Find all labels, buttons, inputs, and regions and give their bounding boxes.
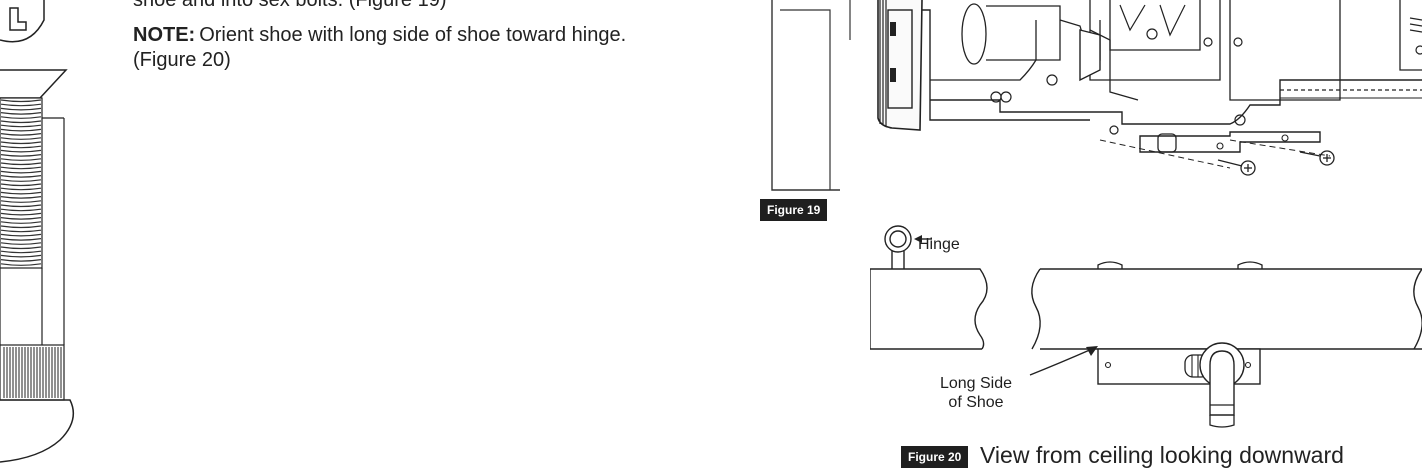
- figure-20-diagram: [870, 225, 1422, 428]
- sex-bolt-illustration: [0, 0, 75, 463]
- note-text: Orient shoe with long side of shoe towar…: [133, 24, 627, 71]
- figure-19-illustration: [771, 0, 1422, 191]
- screw-icon: [1217, 159, 1256, 176]
- note-paragraph: NOTE:Orient shoe with long side of shoe …: [133, 23, 693, 73]
- arm-roller-icon: [1199, 342, 1245, 416]
- instruction-text: shoe and into sex bolts. (Figure 19) NOT…: [133, 0, 693, 83]
- figure-19-label: Figure 19: [760, 199, 828, 221]
- hinge-callout: Hinge: [918, 236, 960, 253]
- figure-20-label: Figure 20: [901, 446, 969, 468]
- instruction-line: shoe and into sex bolts. (Figure 19): [133, 0, 447, 11]
- figure-20-caption: View from ceiling looking downward: [980, 442, 1344, 468]
- long-side-callout-line2: of Shoe: [948, 394, 1004, 411]
- note-label: NOTE:: [133, 24, 196, 46]
- long-side-callout-line1: Long Side: [939, 375, 1013, 392]
- long-side-callout: Long Side of Shoe: [926, 374, 1026, 412]
- screw-icon: [1299, 150, 1335, 166]
- phillips-head-icon: [9, 7, 27, 31]
- hinge-icon: [884, 225, 912, 253]
